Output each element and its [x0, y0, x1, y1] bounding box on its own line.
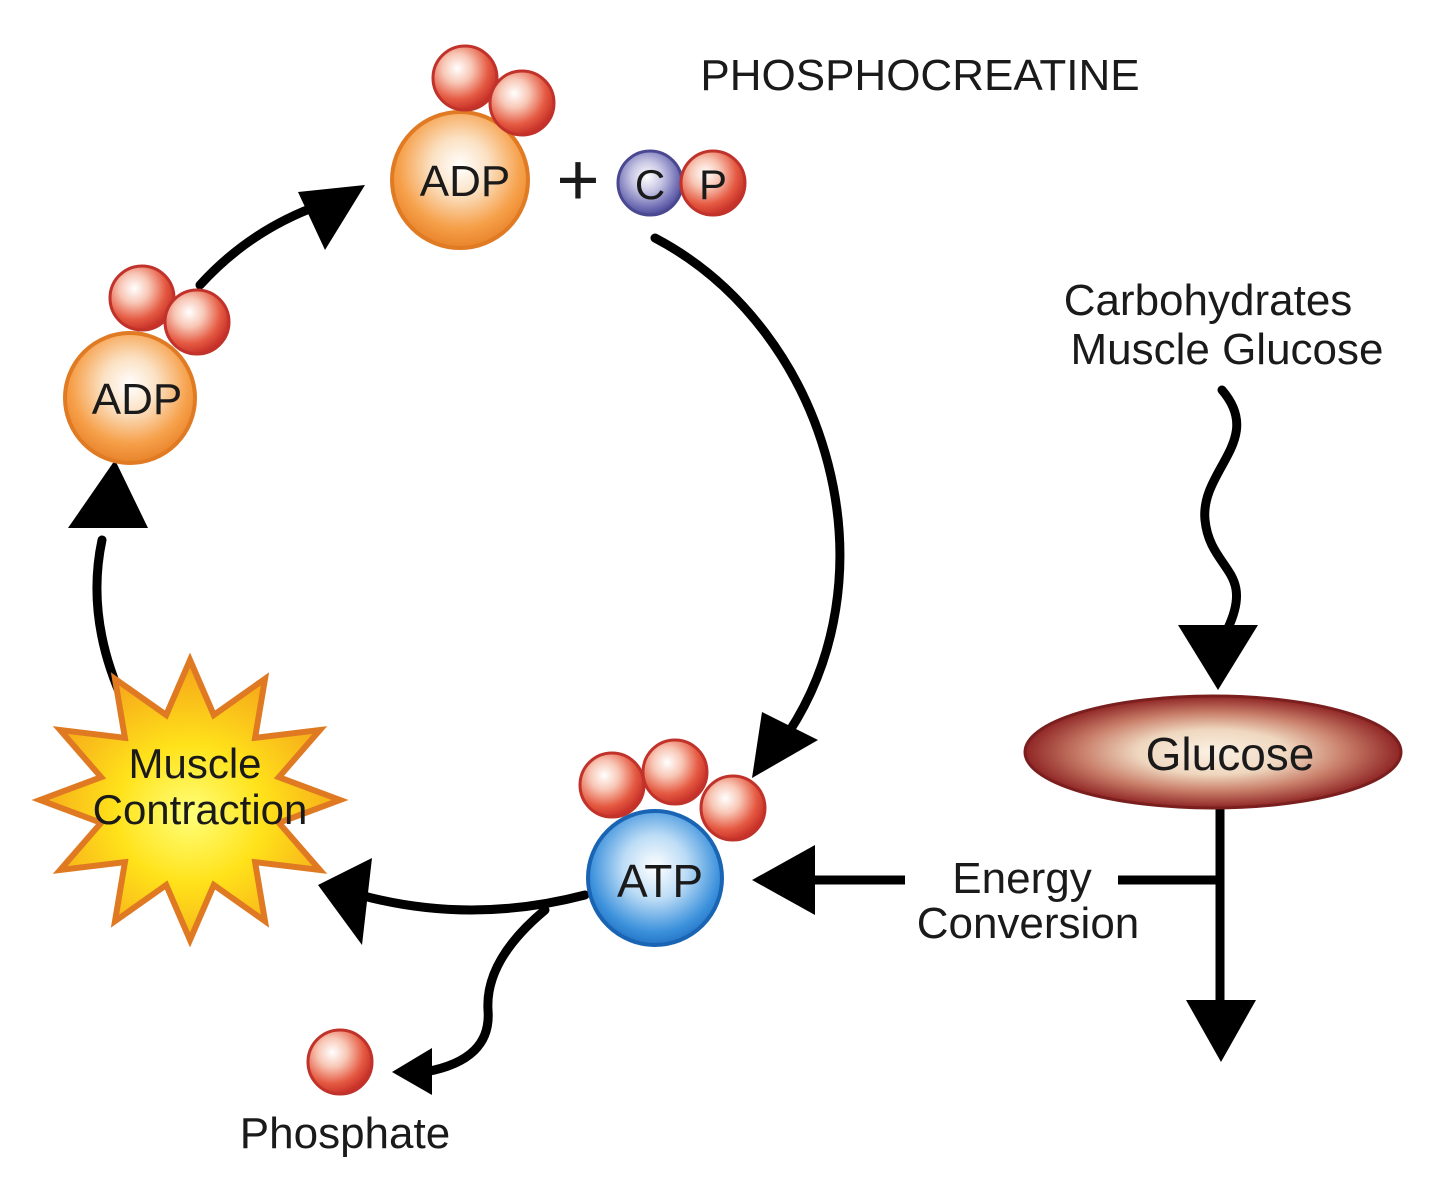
atp-label: ATP [617, 855, 703, 907]
diagram-title: PHOSPHOCREATINE [700, 51, 1139, 100]
squiggle-arrow-carbs-to-glucose [1178, 385, 1258, 690]
arrow-contraction-to-adp [68, 460, 148, 710]
adp-molecule-top: ADP [390, 44, 556, 250]
free-phosphate [306, 1028, 374, 1096]
adp-molecule-left: ADP [63, 264, 231, 465]
glucose-label: Glucose [1146, 728, 1315, 780]
carbohydrates-label-line1: Carbohydrates [1064, 276, 1353, 325]
glucose-molecule: Glucose [1023, 694, 1403, 810]
phosphate-ball [578, 751, 646, 819]
plus-sign: + [556, 138, 599, 221]
arrow-atp-to-phosphate [392, 905, 550, 1095]
phosphate-small-label: P [699, 161, 727, 208]
arrow-energy-to-atp [752, 845, 1220, 915]
phosphate-ball [699, 774, 767, 842]
atp-molecule: ATP [578, 738, 767, 947]
creatine-phosphate: C P [616, 149, 747, 217]
creatine-label: C [635, 161, 665, 208]
phosphate-ball [488, 69, 556, 137]
carbohydrates-label-line2: Muscle Glucose [1070, 325, 1383, 374]
arrow-atp-to-contraction [318, 858, 590, 945]
muscle-contraction-line1: Muscle [128, 740, 261, 787]
muscle-contraction-starburst: Muscle Contraction [31, 652, 349, 948]
phosphate-ball [163, 288, 231, 356]
arrow-adp-to-adp [195, 185, 365, 290]
muscle-contraction-line2: Contraction [93, 786, 308, 833]
phosphate-ball [431, 44, 499, 112]
phosphate-ball [641, 738, 709, 806]
arrow-phosphocreatine-to-atp [650, 233, 845, 778]
glucose-down-arrow [1186, 800, 1256, 1062]
energy-conversion-line2: Conversion [917, 899, 1140, 948]
phosphate-label: Phosphate [240, 1109, 450, 1158]
energy-conversion-line1: Energy [952, 854, 1091, 903]
adp-top-label: ADP [420, 157, 510, 206]
adp-left-label: ADP [92, 375, 182, 424]
